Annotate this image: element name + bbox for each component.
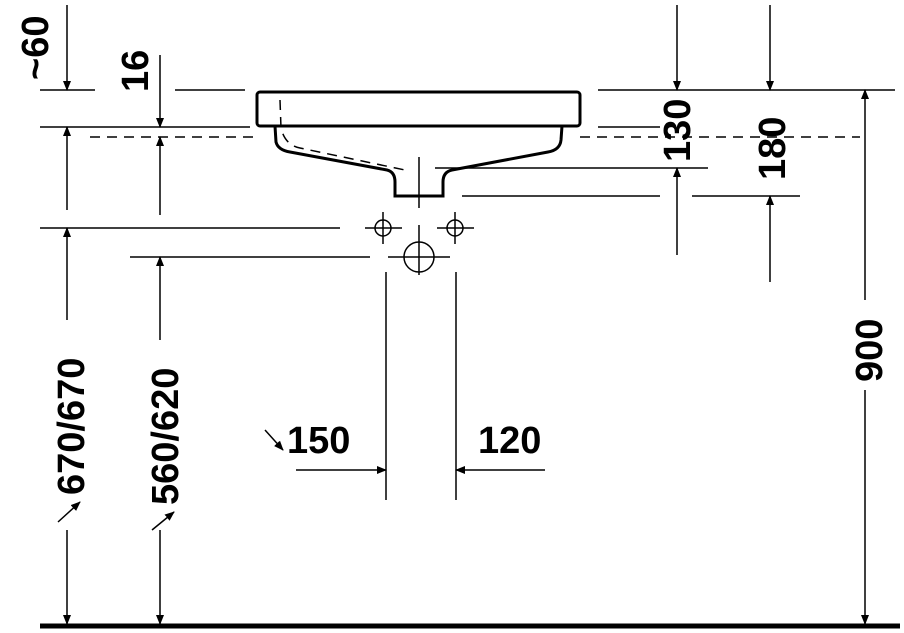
dim-150: 150 xyxy=(287,420,350,462)
dimension-arrows xyxy=(57,5,869,625)
dim-180: 180 xyxy=(752,117,794,180)
dim-130: 130 xyxy=(657,99,699,162)
dim-120: 120 xyxy=(478,420,541,462)
dim-900: 900 xyxy=(849,319,891,382)
tap-and-drain-holes xyxy=(365,157,474,500)
dim-560-620: 560/620 xyxy=(145,368,187,505)
dim-16: 16 xyxy=(115,50,157,92)
dim-approx-60: ~60 xyxy=(15,16,57,80)
reference-lines xyxy=(40,89,900,629)
dim-670-670: 670/670 xyxy=(51,358,93,495)
